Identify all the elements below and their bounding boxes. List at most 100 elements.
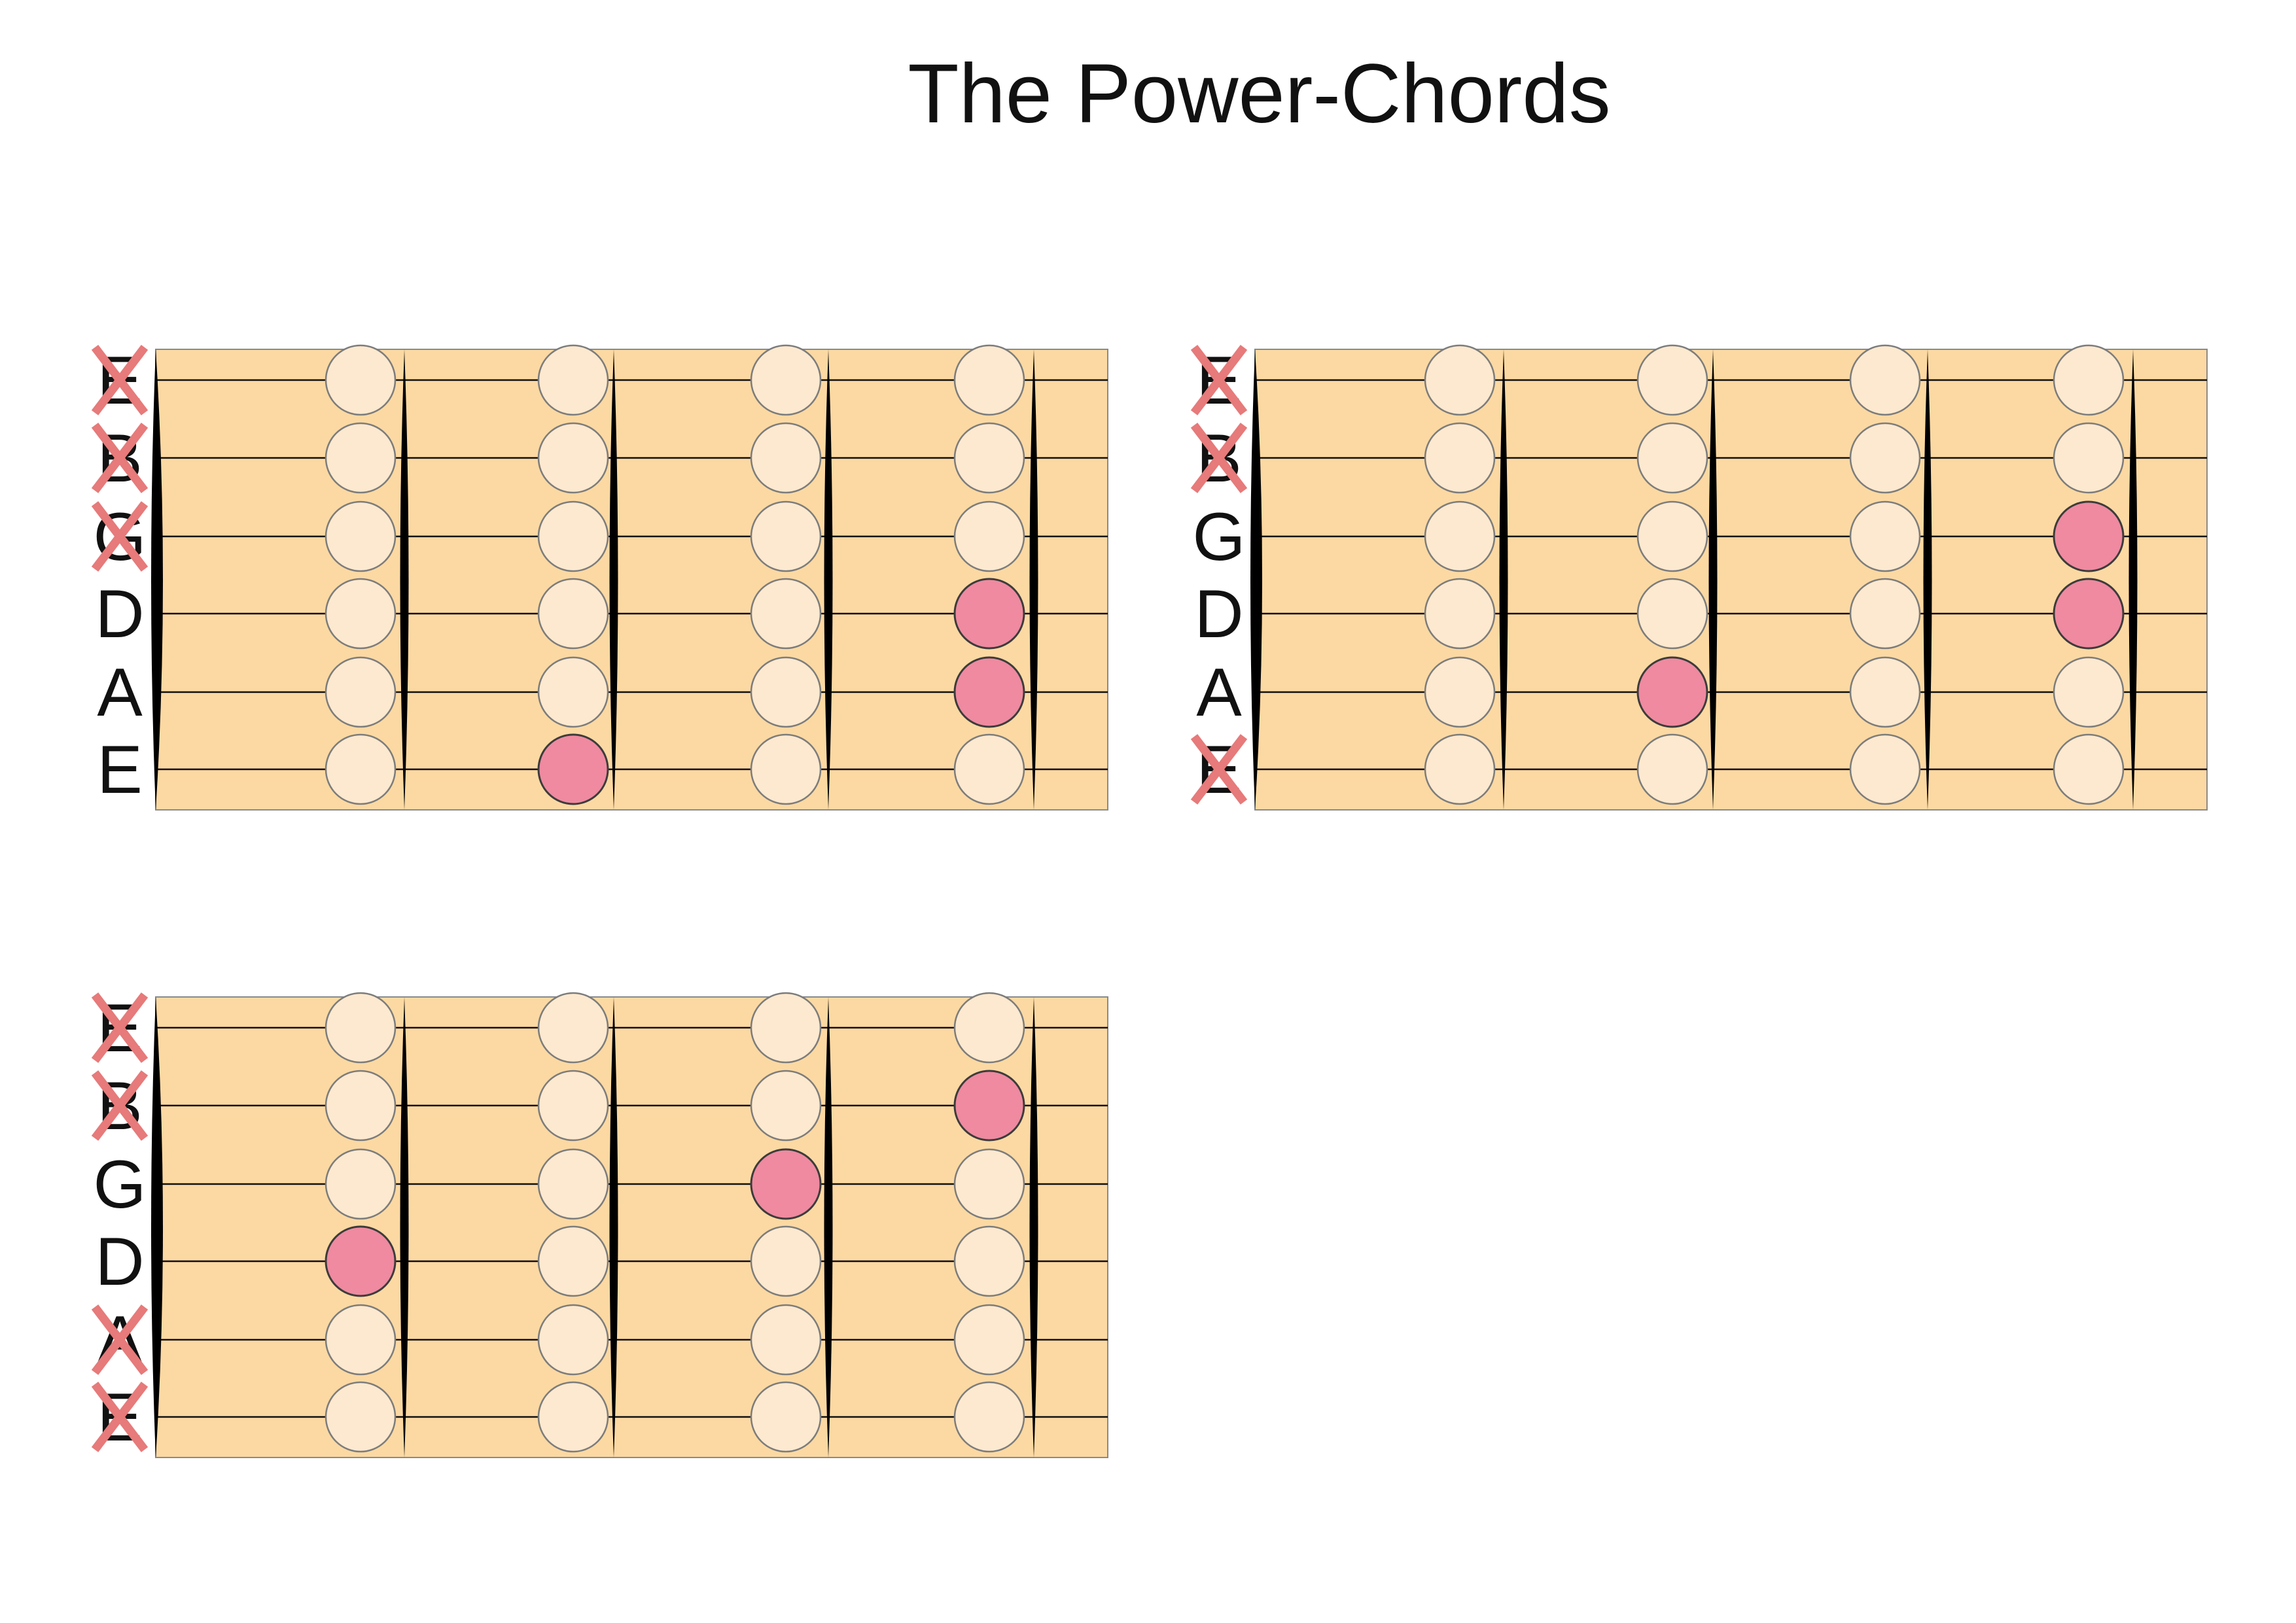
active-note-dot <box>750 1148 822 1220</box>
fret-position-dot <box>325 1304 397 1376</box>
fret-position-dot <box>325 500 397 572</box>
fret-position-dot <box>953 992 1025 1064</box>
muted-string-x-icon <box>91 1304 149 1375</box>
fret-position-dot <box>1849 344 1921 416</box>
fret-position-dot <box>750 733 822 805</box>
fret-bar-4 <box>2128 349 2138 810</box>
active-note-dot <box>2053 500 2125 572</box>
active-note-dot <box>1636 656 1708 728</box>
fret-bar-1 <box>400 997 409 1457</box>
muted-string-x-icon <box>1190 734 1248 805</box>
fretboard-diagram-3: EBGDAE <box>91 990 1108 1458</box>
string-label: D <box>95 576 144 652</box>
fret-position-dot <box>537 1304 609 1376</box>
string-label: A <box>1196 655 1242 731</box>
fret-position-dot <box>537 1225 609 1297</box>
muted-string-x-icon <box>91 345 149 415</box>
fret-position-dot <box>953 344 1025 416</box>
fret-position-dot <box>1636 500 1708 572</box>
fret-position-dot <box>750 656 822 728</box>
fret-position-dot <box>1636 578 1708 650</box>
fret-bar-3 <box>824 349 833 810</box>
muted-string-x-icon <box>1190 345 1248 415</box>
string-label: D <box>95 1224 144 1300</box>
fret-position-dot <box>750 992 822 1064</box>
fret-position-dot <box>1849 500 1921 572</box>
fret-position-dot <box>325 1148 397 1220</box>
fret-position-dot <box>953 733 1025 805</box>
fret-position-dot <box>325 1381 397 1453</box>
fret-position-dot <box>750 1381 822 1453</box>
fret-position-dot <box>325 422 397 494</box>
fret-position-dot <box>1636 422 1708 494</box>
fretboard-background <box>155 996 1108 1458</box>
fret-position-dot <box>537 656 609 728</box>
fret-position-dot <box>325 733 397 805</box>
fret-position-dot <box>750 1304 822 1376</box>
muted-string-x-icon <box>91 501 149 572</box>
fretboard-diagram-1: EBGDAE <box>91 343 1108 811</box>
fret-position-dot <box>325 656 397 728</box>
fret-bar-3 <box>1923 349 1932 810</box>
string-label: D <box>1194 576 1243 652</box>
fret-bar-2 <box>609 349 618 810</box>
fret-position-dot <box>750 422 822 494</box>
fret-position-dot <box>325 578 397 650</box>
fret-position-dot <box>537 422 609 494</box>
fret-position-dot <box>1424 656 1496 728</box>
fret-position-dot <box>750 1225 822 1297</box>
active-note-dot <box>953 1070 1025 1142</box>
string-label: A <box>97 655 143 731</box>
fret-position-dot <box>953 1304 1025 1376</box>
fret-position-dot <box>1849 656 1921 728</box>
fret-position-dot <box>750 500 822 572</box>
fret-position-dot <box>537 344 609 416</box>
active-note-dot <box>953 578 1025 650</box>
fret-bar-4 <box>1029 349 1038 810</box>
fret-position-dot <box>537 500 609 572</box>
string-label: G <box>94 1147 147 1223</box>
fret-position-dot <box>537 1070 609 1142</box>
fret-bar-2 <box>1708 349 1718 810</box>
nut <box>151 997 163 1457</box>
muted-string-x-icon <box>91 1070 149 1141</box>
fret-position-dot <box>1849 733 1921 805</box>
fret-position-dot <box>537 1381 609 1453</box>
fret-position-dot <box>1424 422 1496 494</box>
nut <box>1250 349 1262 810</box>
string-label: G <box>1193 499 1246 575</box>
fret-position-dot <box>1424 344 1496 416</box>
fret-position-dot <box>1849 422 1921 494</box>
fret-position-dot <box>1424 733 1496 805</box>
fret-position-dot <box>2053 656 2125 728</box>
fret-position-dot <box>537 992 609 1064</box>
fret-bar-4 <box>1029 997 1038 1457</box>
fret-position-dot <box>953 1225 1025 1297</box>
fret-position-dot <box>953 1148 1025 1220</box>
string-label: E <box>97 732 142 808</box>
muted-string-x-icon <box>91 423 149 493</box>
muted-string-x-icon <box>91 992 149 1063</box>
fret-position-dot <box>1424 500 1496 572</box>
fret-position-dot <box>750 578 822 650</box>
active-note-dot <box>325 1225 397 1297</box>
fret-bar-3 <box>824 997 833 1457</box>
fret-bar-2 <box>609 997 618 1457</box>
page-title: The Power-Chords <box>908 47 1611 141</box>
fretboard-diagram-2: EBGDAE <box>1190 343 2208 811</box>
fret-bar-1 <box>1499 349 1508 810</box>
active-note-dot <box>537 733 609 805</box>
fret-position-dot <box>953 422 1025 494</box>
fretboard-background <box>155 349 1108 811</box>
active-note-dot <box>953 656 1025 728</box>
fret-position-dot <box>2053 422 2125 494</box>
fret-position-dot <box>953 1381 1025 1453</box>
fret-position-dot <box>325 992 397 1064</box>
fret-position-dot <box>750 344 822 416</box>
fret-bar-1 <box>400 349 409 810</box>
fret-position-dot <box>750 1070 822 1142</box>
muted-string-x-icon <box>91 1382 149 1452</box>
fret-position-dot <box>2053 344 2125 416</box>
fret-position-dot <box>1424 578 1496 650</box>
